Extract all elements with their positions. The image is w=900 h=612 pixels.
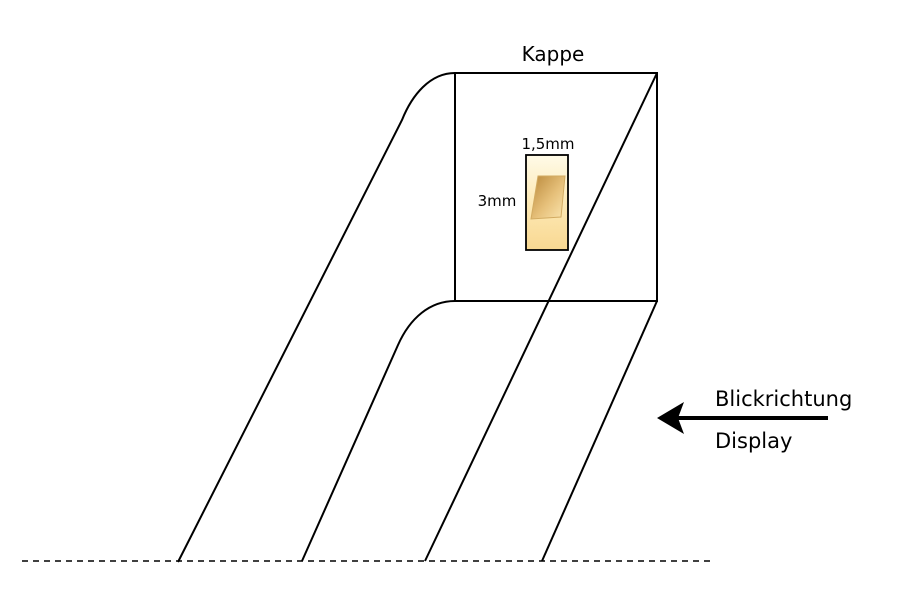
display-label: Display (715, 429, 792, 453)
component-pad (530, 175, 566, 220)
height-dimension-label: 3mm (478, 192, 517, 210)
cap-inner-edge (301, 300, 456, 562)
cap-outer-edge (177, 72, 456, 563)
cap-label: Kappe (522, 42, 585, 66)
cap-front-face (454, 72, 658, 302)
cap-right-edge (541, 300, 658, 562)
view-direction-arrow-icon (657, 402, 828, 434)
width-dimension-label: 1,5mm (521, 135, 574, 153)
component-part (525, 154, 569, 251)
view-direction-label: Blickrichtung (715, 387, 852, 411)
cap-diagonal-edge (424, 72, 658, 562)
